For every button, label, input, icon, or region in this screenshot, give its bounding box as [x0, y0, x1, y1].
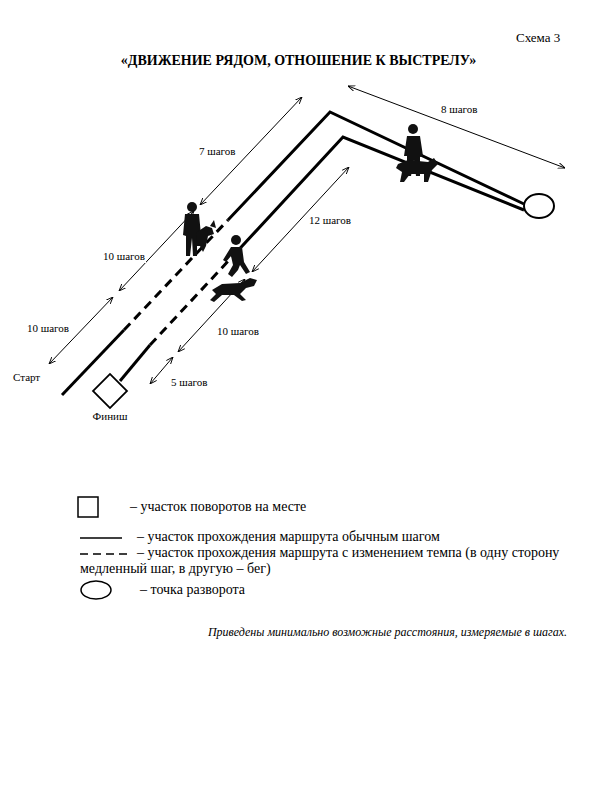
- finish-square: Финиш: [87, 372, 133, 422]
- caption: Приведены минимально возможные расстояни…: [208, 626, 567, 640]
- legend-text: – участок прохождения маршрута обычным ш…: [137, 529, 577, 545]
- legend-text: – участок прохождения маршрута с изменен…: [80, 545, 560, 577]
- distance-label: 7 шагов: [198, 145, 237, 158]
- legend-samples: [78, 497, 130, 599]
- legend-text: – точка разворота: [140, 582, 560, 598]
- dimension-arrows: [49, 86, 565, 384]
- distance-label: 10 шагов: [26, 322, 70, 335]
- legend-text: – участок поворотов на месте: [130, 499, 570, 515]
- distance-label: 12 шагов: [308, 214, 352, 227]
- finish-square-shape: [90, 372, 130, 410]
- start-label: Старт: [12, 371, 41, 384]
- finish-label: Финиш: [87, 410, 133, 422]
- title: «ДВИЖЕНИЕ РЯДОМ, ОТНОШЕНИЕ К ВЫСТРЕЛУ»: [0, 53, 597, 69]
- turn-point: [524, 194, 554, 218]
- distance-label: 10 шагов: [102, 250, 146, 263]
- distance-label: 10 шагов: [216, 325, 260, 338]
- route-line: [62, 112, 524, 395]
- distance-label: 5 шагов: [170, 376, 209, 389]
- distance-label: 8 шагов: [440, 103, 479, 116]
- handler-figures: [183, 124, 438, 302]
- scheme-number: Схема 3: [515, 31, 561, 46]
